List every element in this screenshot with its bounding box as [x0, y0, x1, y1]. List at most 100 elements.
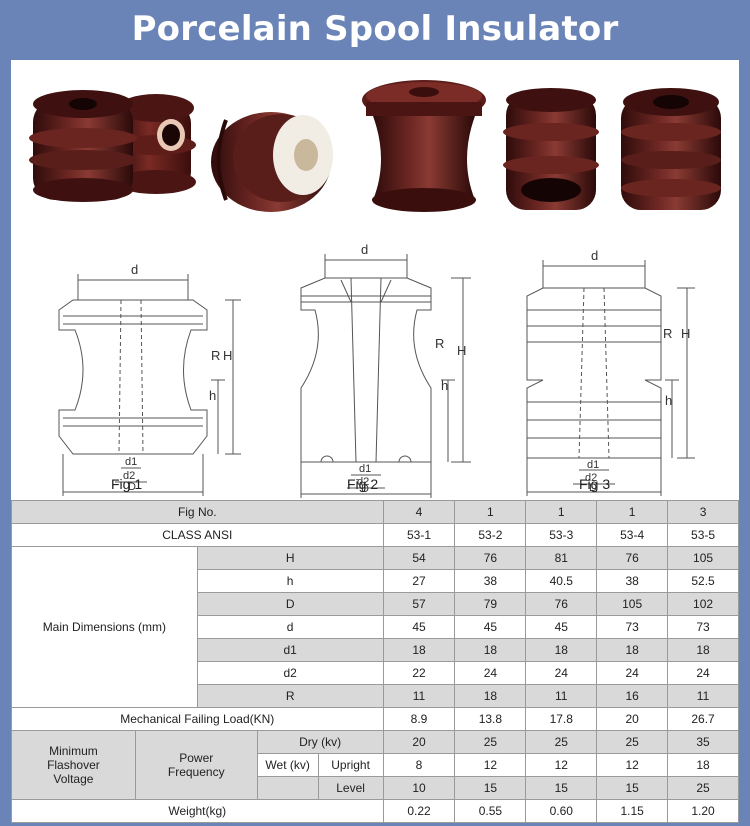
row-dry: Minimum Flashover Voltage Power Frequenc…	[11, 730, 739, 800]
photo-spool-pair-large	[503, 88, 721, 210]
row-dim-D: D 57 79 76 105 102	[12, 592, 739, 616]
dim-cell: 54	[382, 546, 456, 570]
level-cell: 25	[667, 776, 739, 800]
mech-cell: 8.9	[382, 707, 456, 731]
dim-label: d2	[196, 661, 384, 685]
fig3-label-d1: d1	[587, 459, 599, 471]
dim-label: H	[196, 546, 384, 570]
power-frequency-label: Power Frequency	[134, 730, 258, 800]
dry-cell: 25	[596, 730, 669, 754]
fig-no-cell: 4	[382, 500, 456, 524]
dim-cell: 24	[667, 661, 739, 685]
dim-cell: 38	[596, 569, 669, 593]
weight-cell: 0.55	[454, 799, 527, 823]
class-cell: 53-5	[667, 523, 739, 547]
upright-cell: 18	[667, 753, 739, 777]
dim-cell: 105	[667, 546, 739, 570]
dim-cell: 18	[525, 638, 598, 662]
dim-cell: 24	[596, 661, 669, 685]
fig2-label-d2: d2	[357, 476, 369, 488]
dim-cell: 22	[382, 661, 456, 685]
dim-cell: 73	[667, 615, 739, 639]
fig3-label-R: R	[663, 326, 672, 341]
technical-drawings: d R H h d1 d2 D d	[58, 242, 695, 498]
row-dim-d1: d1 18 18 18 18 18	[12, 638, 739, 662]
dim-cell: 105	[596, 592, 669, 616]
fig3-label-h: h	[665, 393, 672, 408]
photo-spool-large	[362, 80, 486, 212]
dry-cell: 25	[454, 730, 527, 754]
fig3-label-H: H	[681, 326, 690, 341]
fig-no-cell: 3	[667, 500, 739, 524]
fig2-caption: Fig 2	[347, 476, 379, 492]
fig2-label-R: R	[435, 336, 444, 351]
mech-load-label: Mechanical Failing Load(KN)	[11, 707, 384, 731]
mech-cell: 17.8	[525, 707, 598, 731]
flashover-label-line3: Voltage	[53, 772, 94, 786]
dim-cell: 16	[596, 684, 669, 708]
upright-cell: 12	[596, 753, 669, 777]
dim-cell: 24	[454, 661, 527, 685]
dim-cell: 11	[667, 684, 739, 708]
mech-cell: 26.7	[667, 707, 739, 731]
fig1-label-h: h	[209, 388, 216, 403]
fig2-label-D: D	[361, 483, 369, 495]
mech-cell: 20	[596, 707, 669, 731]
dim-cell: 76	[525, 592, 598, 616]
fig-no-cell: 1	[454, 500, 527, 524]
upright-cell: 8	[382, 753, 456, 777]
dim-cell: 18	[667, 638, 739, 662]
level-cell: 15	[525, 776, 598, 800]
dim-label: d	[196, 615, 384, 639]
fig1-label-d2: d2	[123, 470, 135, 482]
class-label: CLASS ANSI	[11, 523, 384, 547]
flashover-label-line2: Flashover	[47, 758, 100, 772]
fig2-label-d: d	[361, 242, 368, 257]
fig1-label-R: R	[211, 348, 220, 363]
fig2-drawing: d R H h d1 d2 D	[300, 242, 471, 498]
flashover-label-line1: Minimum	[49, 744, 98, 758]
weight-label: Weight(kg)	[11, 799, 384, 823]
fig3-drawing: d R H h d1 d2 D	[526, 248, 695, 496]
row-dim-H: Main Dimensions (mm) H 54 76 81 76 105	[11, 546, 739, 708]
fig2-label-H: H	[457, 343, 466, 358]
dry-cell: 35	[667, 730, 739, 754]
weight-cell: 0.22	[382, 799, 456, 823]
upright-cell: 12	[525, 753, 598, 777]
row-dim-d: d 45 45 45 73 73	[12, 615, 739, 639]
dim-label: R	[196, 684, 384, 708]
weight-cell: 0.60	[525, 799, 598, 823]
dim-cell: 45	[454, 615, 527, 639]
row-level: Level 10 15 15 15 25	[12, 776, 739, 800]
dim-cell: 38	[454, 569, 527, 593]
photo-spool-white-center	[211, 112, 333, 212]
class-cell: 53-4	[596, 523, 669, 547]
fig3-label-D: D	[589, 482, 597, 494]
dim-cell: 57	[382, 592, 456, 616]
weight-cell: 1.15	[596, 799, 669, 823]
fig1-drawing: d R H h d1 d2 D	[58, 262, 241, 496]
level-cell: 10	[382, 776, 456, 800]
fig3-label-d: d	[591, 248, 598, 263]
fig-no-cell: 1	[596, 500, 669, 524]
mech-cell: 13.8	[454, 707, 527, 731]
flashover-label: Minimum Flashover Voltage	[11, 730, 136, 800]
dim-cell: 45	[382, 615, 456, 639]
dim-label: d1	[196, 638, 384, 662]
dim-cell: 11	[525, 684, 598, 708]
level-label: Level	[317, 777, 383, 799]
fig1-caption: Fig 1	[111, 476, 143, 492]
dim-cell: 76	[596, 546, 669, 570]
dim-cell: 102	[667, 592, 739, 616]
power-label-line1: Power	[179, 751, 214, 765]
dim-cell: 18	[454, 638, 527, 662]
wet-upright-label: Wet (kv) Upright	[256, 753, 384, 777]
photo-spool-pair-small	[29, 90, 196, 202]
main-dimensions-label: Main Dimensions (mm)	[11, 546, 198, 708]
weight-cell: 1.20	[667, 799, 739, 823]
dim-cell: 18	[596, 638, 669, 662]
dim-cell: 27	[382, 569, 456, 593]
class-cell: 53-1	[382, 523, 456, 547]
fig-no-label: Fig No.	[11, 500, 384, 524]
page-title: Porcelain Spool Insulator	[131, 9, 619, 49]
